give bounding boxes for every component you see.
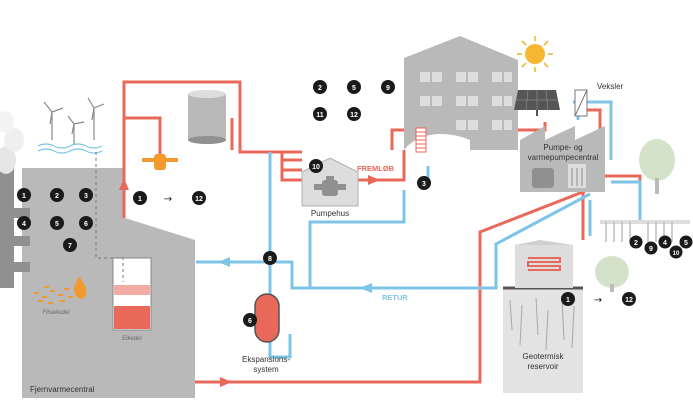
geothermal-exchanger xyxy=(515,240,573,288)
pumpehus-label: Pumpehus xyxy=(311,209,349,218)
apartment-wall xyxy=(404,36,518,150)
ekspansion-label-1: Ekspansions- xyxy=(242,355,290,364)
retur-label: RETUR xyxy=(382,293,408,302)
sun-icon xyxy=(517,36,553,72)
solar-panel-icon xyxy=(514,89,560,116)
return-arrow-left xyxy=(218,257,230,267)
apartment-building xyxy=(404,36,518,150)
badge-center-12: 12 xyxy=(195,196,203,203)
badge-top-12: 12 xyxy=(350,112,358,119)
badge-right-4: 4 xyxy=(663,240,667,247)
badge-left-2: 2 xyxy=(55,193,59,200)
flisekedel: Flisekedel xyxy=(34,276,87,316)
plant-wall xyxy=(22,168,195,398)
fjernvarmecentral-building: Fjernvarmecentral Elkedel Flisekedel xyxy=(0,111,195,398)
badge-right-10: 10 xyxy=(673,251,680,257)
flisekedel-label: Flisekedel xyxy=(42,310,70,316)
badge-right-5: 5 xyxy=(684,240,688,247)
tree-icon xyxy=(639,139,675,194)
badge-row-right: 2 9 4 10 5 xyxy=(629,235,693,259)
badge-right-9: 9 xyxy=(649,246,653,253)
pumpe-label-2: varmepumpecentral xyxy=(528,153,599,162)
ground-strata xyxy=(509,297,575,351)
storage-tank xyxy=(188,90,226,144)
badge-top-2: 2 xyxy=(318,85,322,92)
badge-geo-12: 12 xyxy=(625,297,633,304)
legend-group-top: 2 5 9 11 12 xyxy=(313,80,395,121)
electricity-connection xyxy=(95,152,124,282)
ekspansionssystem: Ekspansions- system xyxy=(242,293,290,374)
badge-8: 8 xyxy=(268,256,272,263)
radiator-icon xyxy=(415,127,427,153)
veksler-label: Veksler xyxy=(597,82,624,91)
badge-top-5: 5 xyxy=(352,85,356,92)
elkedel: Elkedel xyxy=(112,257,152,342)
elkedel-label: Elkedel xyxy=(122,336,142,342)
apartment-windows xyxy=(420,72,512,130)
badge-fremlob-3: 3 xyxy=(422,181,426,188)
arrow-geo: → xyxy=(594,295,602,306)
badge-left-5: 5 xyxy=(55,221,59,228)
chimney xyxy=(0,168,14,288)
valve-icon xyxy=(142,154,178,170)
badge-row-geo: 1 → 12 xyxy=(561,292,636,306)
badge-left-6: 6 xyxy=(84,221,88,228)
tree-icon-small xyxy=(595,256,629,292)
geotermisk-label-2: reservoir xyxy=(527,362,558,371)
heatpump-unit-icon xyxy=(532,168,554,188)
veksler-icon xyxy=(574,89,588,117)
varmepumpecentral: Pumpe- og varmepumpecentral xyxy=(520,126,605,192)
wind-turbine-icon xyxy=(37,97,105,154)
pumpe-label-1: Pumpe- og xyxy=(543,143,582,152)
ground-collector xyxy=(600,220,690,242)
wood-chips xyxy=(34,286,73,304)
tank-body xyxy=(188,94,226,140)
geotermisk-label-1: Geotermisk xyxy=(523,352,565,361)
badge-geo-1: 1 xyxy=(566,297,570,304)
fjernvarmecentral-label: Fjernvarmecentral xyxy=(30,385,95,394)
badge-row-center: 1 → 12 xyxy=(133,191,206,205)
pump-icon xyxy=(314,176,346,196)
arrow-center: → xyxy=(164,194,172,205)
fremlob-label: FREMLØB xyxy=(357,164,395,173)
supply-arrow-right xyxy=(368,175,380,185)
badge-left-4: 4 xyxy=(22,221,26,228)
supply-arrow-up xyxy=(119,178,129,190)
badge-6: 6 xyxy=(248,318,252,325)
flame-icon xyxy=(74,276,87,299)
ekspansion-label-2: system xyxy=(253,365,279,374)
smoke-plume xyxy=(0,146,16,174)
badge-left-1: 1 xyxy=(22,193,26,200)
badge-top-11: 11 xyxy=(316,112,324,119)
legend-group-left: 1 2 3 4 5 6 7 xyxy=(17,188,93,252)
badge-left-7: 7 xyxy=(68,243,72,250)
badge-pumpehus-10: 10 xyxy=(312,164,320,171)
badge-center-1: 1 xyxy=(138,196,142,203)
expansion-tank xyxy=(254,293,280,343)
exchanger-coil xyxy=(527,257,561,271)
supply-arrow-bottom xyxy=(220,377,232,387)
badge-top-9: 9 xyxy=(386,85,390,92)
badge-right-2: 2 xyxy=(634,240,638,247)
badge-left-3: 3 xyxy=(84,193,88,200)
return-arrow-retur xyxy=(360,283,372,293)
